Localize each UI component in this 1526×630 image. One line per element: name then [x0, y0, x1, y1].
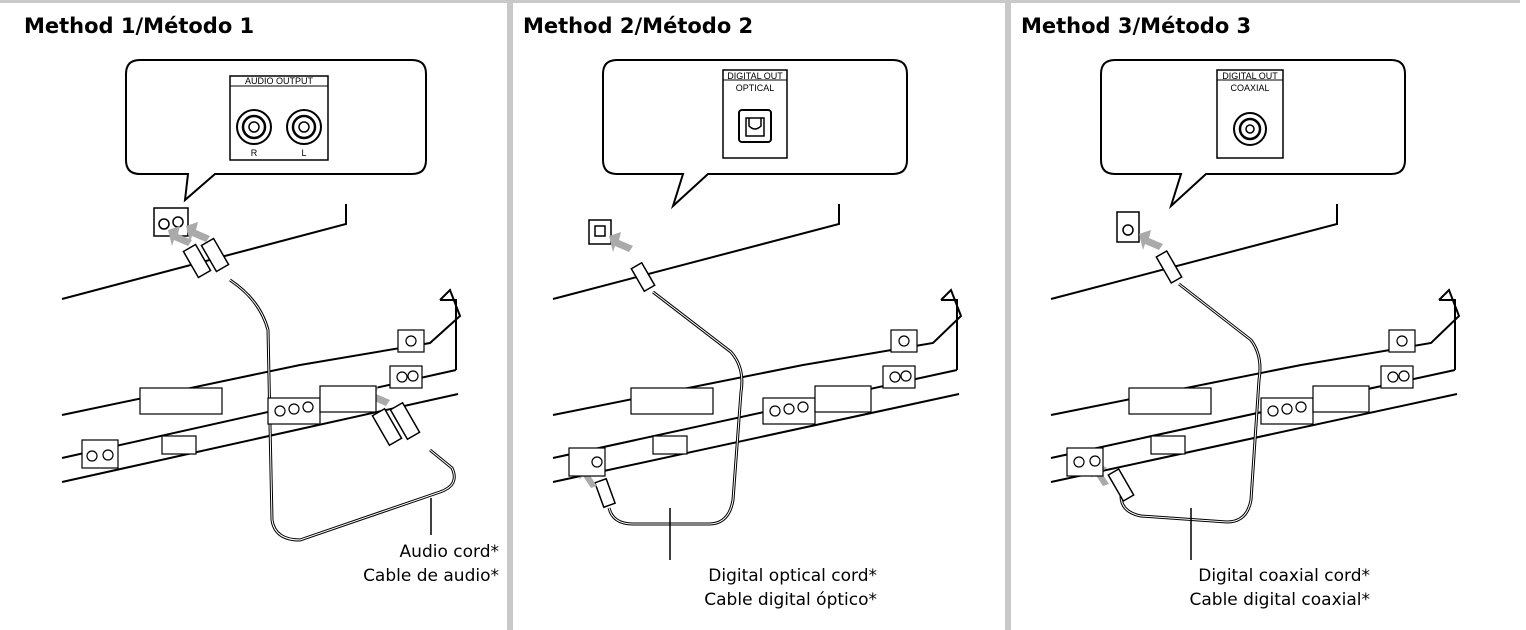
- caption-line-es: Cable digital coaxial*: [1189, 590, 1371, 610]
- caption-line-en: Digital optical cord*: [708, 566, 877, 586]
- method-3-title: Method 3/Método 3: [1021, 14, 1252, 38]
- method-3-panel: Method 3/Método 3 DIGITAL OUT COAXIAL: [1011, 0, 1520, 630]
- audio-jack-r-icon: [236, 109, 272, 145]
- digital-out-label: DIGITAL OUT: [1222, 71, 1278, 81]
- method-2-caption: Digital optical cord* Cable digital ópti…: [704, 564, 877, 612]
- caption-line-es: Cable de audio*: [363, 566, 499, 586]
- caption-line-es: Cable digital óptico*: [704, 590, 877, 610]
- panel-divider: [507, 0, 513, 630]
- caption-line-en: Digital coaxial cord*: [1198, 566, 1370, 586]
- coaxial-label: COAXIAL: [1230, 83, 1269, 93]
- method-2-title: Method 2/Método 2: [523, 14, 754, 38]
- audio-jack-l-icon: [286, 109, 322, 145]
- method-1-caption: Audio cord* Cable de audio*: [363, 540, 499, 588]
- top-rule: [0, 0, 507, 3]
- optical-jack-icon: [738, 109, 772, 143]
- method-1-panel: Method 1/Método 1 AUDIO OUTPUT R: [0, 0, 507, 630]
- tv-audio-jacks-icon: [153, 207, 189, 237]
- digital-out-label: DIGITAL OUT: [727, 71, 783, 81]
- coaxial-jack-icon: [1233, 112, 1267, 146]
- audio-output-label: AUDIO OUTPUT: [245, 76, 314, 86]
- panel-divider: [1005, 0, 1011, 630]
- optical-label: OPTICAL: [736, 83, 775, 93]
- method-3-illustration: DIGITAL OUT COAXIAL: [1050, 59, 1461, 560]
- method-2-panel: Method 2/Método 2 DIGITAL OUT OPTICAL: [513, 0, 1005, 630]
- method-1-illustration: AUDIO OUTPUT R L: [61, 59, 462, 542]
- jack-label-l: L: [301, 148, 306, 158]
- method-2-illustration: DIGITAL OUT OPTICAL: [552, 59, 963, 560]
- top-rule: [513, 0, 1005, 3]
- method-1-title: Method 1/Método 1: [24, 14, 255, 38]
- tv-coaxial-jack-icon: [1116, 211, 1140, 243]
- jack-label-r: R: [251, 148, 258, 158]
- top-rule: [1011, 0, 1520, 3]
- method-3-caption: Digital coaxial cord* Cable digital coax…: [1190, 564, 1371, 612]
- tv-optical-jack-icon: [588, 219, 612, 245]
- caption-line-en: Audio cord*: [399, 542, 499, 562]
